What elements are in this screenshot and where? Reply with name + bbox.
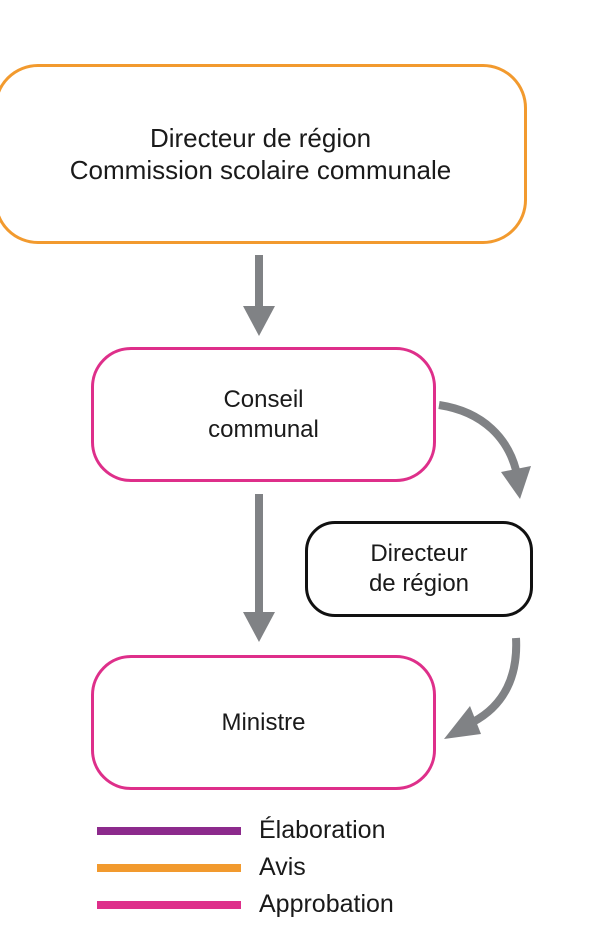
legend-item-avis: Avis: [97, 849, 394, 886]
legend-item-elaboration: Élaboration: [97, 812, 394, 849]
box-directeur-line-1: Directeur: [370, 540, 468, 567]
box-conseil-line-1: Conseil: [223, 385, 304, 413]
box-top-line-1: Directeur de région: [149, 122, 372, 153]
legend-label-avis: Avis: [259, 853, 306, 881]
box-top-line-2: Commission scolaire communale: [69, 155, 452, 185]
legend-item-approbation: Approbation: [97, 886, 394, 923]
box-conseil-communal: Conseil communal: [91, 347, 436, 482]
box-directeur-region-commission: Directeur de région Commission scolaire …: [0, 64, 527, 244]
arrow-conseil-to-ministre: [243, 494, 275, 642]
legend: Élaboration Avis Approbation: [97, 812, 394, 923]
box-ministre-label: Ministre: [221, 708, 306, 736]
box-ministre: Ministre: [91, 655, 436, 790]
arrow-directeur-to-ministre: [444, 637, 521, 739]
box-directeur-line-2: de région: [368, 570, 470, 597]
legend-swatch-approbation: [97, 900, 241, 909]
box-directeur-region: Directeur de région: [305, 521, 533, 617]
legend-label-approbation: Approbation: [259, 890, 394, 918]
box-conseil-line-2: communal: [208, 415, 319, 443]
legend-label-elaboration: Élaboration: [259, 816, 386, 844]
legend-swatch-avis: [97, 863, 241, 872]
arrow-conseil-to-directeur: [438, 401, 531, 499]
arrow-top-to-conseil: [243, 255, 275, 336]
legend-swatch-elaboration: [97, 826, 241, 835]
